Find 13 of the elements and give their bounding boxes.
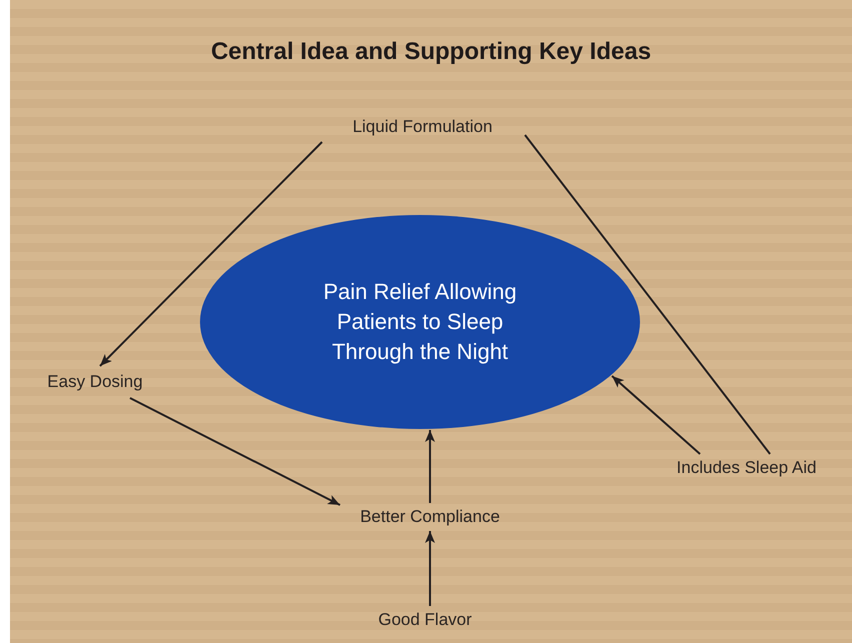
arrow xyxy=(611,375,701,455)
arrow xyxy=(425,531,435,606)
central-idea-text: Pain Relief Allowing Patients to Sleep Through the Night xyxy=(322,278,518,366)
key-idea-label: Liquid Formulation xyxy=(320,112,525,142)
diagram-title: Central Idea and Supporting Key Ideas xyxy=(210,38,652,66)
arrow xyxy=(99,141,323,367)
key-idea-label: Better Compliance xyxy=(340,503,520,531)
key-idea-label: Easy Dosing xyxy=(20,366,170,398)
key-idea-label: Good Flavor xyxy=(360,606,490,634)
connector-line xyxy=(524,134,771,455)
key-idea-label: Includes Sleep Aid xyxy=(655,454,838,482)
arrow xyxy=(425,430,435,503)
arrow xyxy=(130,397,340,506)
